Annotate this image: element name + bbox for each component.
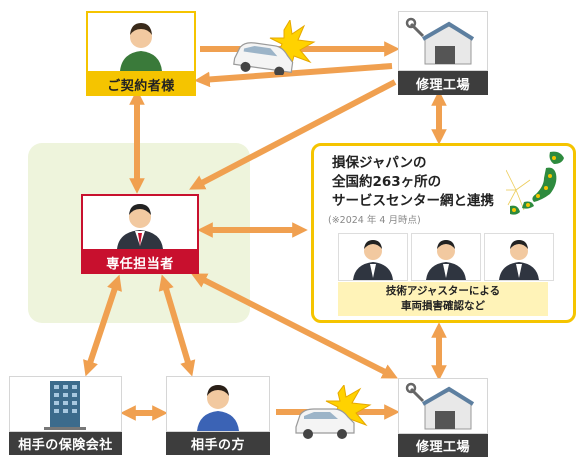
service-network-box: 損保ジャパンの 全国約263ヶ所の サービスセンター網と連携 (※2024 年 … <box>311 143 576 323</box>
other-party-node: 相手の方 <box>166 376 270 455</box>
other-party-image <box>166 376 270 432</box>
other-insurer-image <box>9 376 122 432</box>
customer-image <box>86 11 196 73</box>
garage-icon-bottom <box>405 382 475 430</box>
person-icon-adjuster <box>426 240 466 280</box>
repair-shop-bottom-image <box>398 378 488 434</box>
network-note: (※2024 年 4 月時点) <box>328 215 421 226</box>
repair-shop-bottom-node: 修理工場 <box>398 378 488 457</box>
network-title: 損保ジャパンの 全国約263ヶ所の サービスセンター網と連携 <box>332 154 494 211</box>
customer-node: ご契約者様 <box>86 11 196 96</box>
network-title-line3: サービスセンター網と連携 <box>332 193 494 209</box>
other-insurer-node: 相手の保険会社 <box>9 376 122 455</box>
agent-label: 専任担当者 <box>81 250 199 274</box>
adjuster-staff <box>338 233 408 281</box>
japan-map-icon <box>506 151 564 215</box>
repair-shop-top-image <box>398 11 488 71</box>
repair-shop-top-label: 修理工場 <box>398 71 488 95</box>
other-party-label: 相手の方 <box>166 432 270 455</box>
person-icon <box>120 23 162 71</box>
person-icon-other-party <box>197 385 239 431</box>
car-crash-icon-bottom <box>295 385 372 439</box>
person-icon-adjuster <box>353 240 393 280</box>
adjuster-staff-row <box>338 233 554 281</box>
garage-icon <box>405 17 475 65</box>
network-title-line2: 全国約263ヶ所の <box>332 174 442 190</box>
adjuster-caption: 技術アジャスターによる 車両損害確認など <box>338 282 548 316</box>
adjuster-staff <box>484 233 554 281</box>
agent-image <box>81 194 199 251</box>
repair-shop-bottom-label: 修理工場 <box>398 434 488 457</box>
adjuster-caption-line2: 車両損害確認など <box>401 300 485 312</box>
other-insurer-label: 相手の保険会社 <box>9 432 122 455</box>
repair-shop-top-node: 修理工場 <box>398 11 488 95</box>
person-icon-adjuster <box>499 240 539 280</box>
building-icon <box>44 381 86 430</box>
adjuster-caption-line1: 技術アジャスターによる <box>385 285 501 297</box>
customer-label: ご契約者様 <box>86 72 196 96</box>
network-title-line1: 損保ジャパンの <box>332 155 427 171</box>
person-icon-agent <box>117 204 163 249</box>
adjuster-staff <box>411 233 481 281</box>
agent-node: 専任担当者 <box>81 194 199 274</box>
car-crash-icon <box>233 20 316 75</box>
